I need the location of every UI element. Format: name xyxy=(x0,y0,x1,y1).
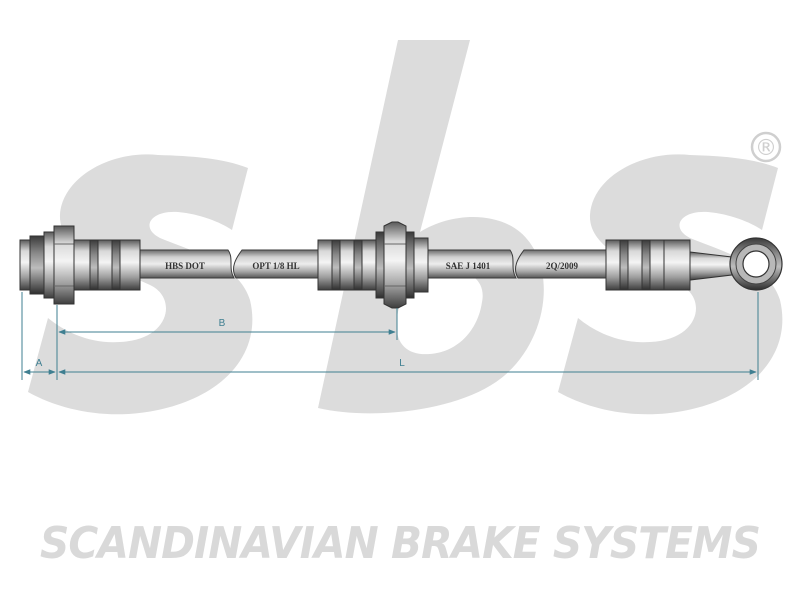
dimension-lines xyxy=(21,292,759,380)
hose-label-4: 2Q/2009 xyxy=(546,261,579,271)
hose-segment-1 xyxy=(139,249,235,279)
hose-label-3: SAE J 1401 xyxy=(446,261,491,271)
logo-letter-b xyxy=(318,40,544,414)
sbs-watermark-logo: ® xyxy=(28,40,783,415)
brand-tagline: SCANDINAVIAN BRAKE SYSTEMS xyxy=(40,518,760,569)
logo-letter-s-right xyxy=(558,154,783,415)
hose-label-1: HBS DOT xyxy=(165,261,205,271)
brake-hose: HBS DOT OPT 1/8 HL SAE J 1401 2Q/2009 xyxy=(19,221,783,309)
dimension-l-label: L xyxy=(399,358,405,369)
hose-segment-2 xyxy=(233,249,319,279)
hose-segment-4 xyxy=(515,249,607,279)
hose-segment-3 xyxy=(427,249,517,279)
dimension-a-label: A xyxy=(36,358,43,369)
logo-letter-s-left xyxy=(28,154,253,415)
registered-mark: ® xyxy=(755,136,777,161)
banjo-eye-fitting xyxy=(729,237,783,291)
dimension-b-label: B xyxy=(219,318,226,329)
left-fitting xyxy=(19,225,141,305)
hose-label-2: OPT 1/8 HL xyxy=(252,261,299,271)
registered-mark-circle xyxy=(750,131,782,163)
middle-bracket-fitting xyxy=(317,221,429,309)
right-fitting xyxy=(605,239,741,291)
